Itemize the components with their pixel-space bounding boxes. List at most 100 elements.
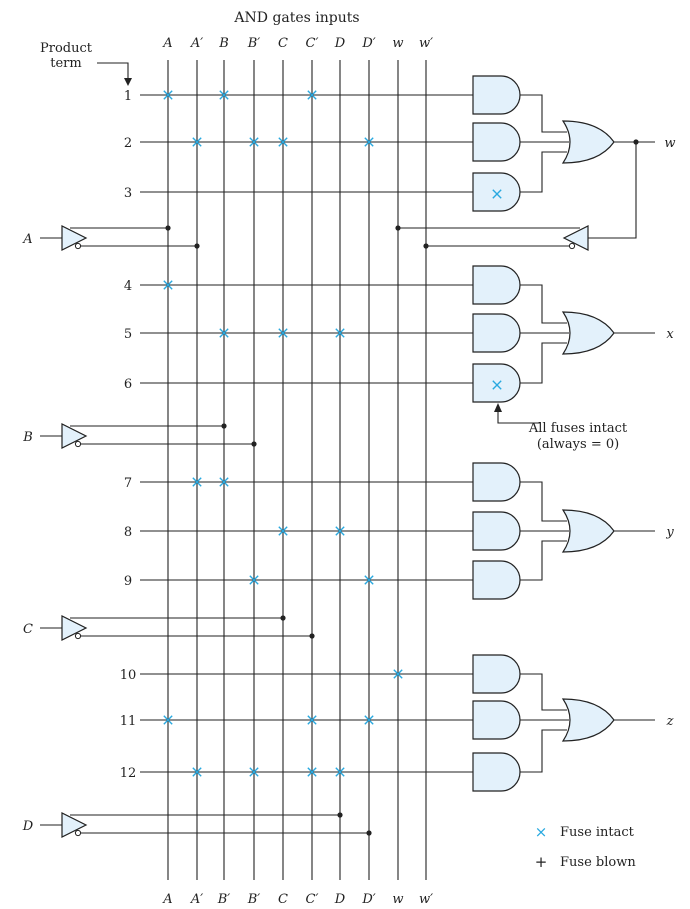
fuse-intact-mark (393, 669, 403, 679)
product-term-label-line1: Product (40, 41, 93, 56)
connection-dot (337, 812, 343, 818)
fuse-stroke (219, 477, 229, 487)
output-label-w: w (664, 136, 675, 151)
or-gate (561, 509, 615, 553)
and-gate (472, 462, 521, 502)
annotation-arrow-line (497, 410, 540, 424)
fuse-stroke (335, 767, 345, 777)
fuse-intact-mark (364, 137, 374, 147)
product-term-number: 1 (124, 89, 132, 104)
fuse-stroke (219, 328, 229, 338)
input-buffer (61, 225, 88, 251)
inversion-bubble (568, 242, 576, 250)
gate-all-fuses-intact-mark (492, 189, 502, 199)
feedback-buffer (562, 225, 589, 251)
column-label-bottom: C′ (306, 892, 319, 907)
legend-intact-symbol: × (535, 823, 548, 841)
fuse-stroke (163, 90, 173, 100)
column-label-top: B (218, 36, 229, 51)
inversion-bubble (74, 242, 82, 250)
fuse-intact-mark (364, 575, 374, 585)
and-gate (472, 313, 521, 353)
and-gate (472, 75, 521, 115)
fuse-intact-mark (307, 715, 317, 725)
input-label-A: A (22, 232, 32, 247)
column-label-top: A′ (190, 36, 203, 51)
and-gate (472, 511, 521, 551)
column-label-bottom: A′ (190, 892, 203, 907)
fuse-stroke (163, 715, 173, 725)
fuse-stroke (278, 137, 288, 147)
connection-dot (280, 615, 286, 621)
and-to-or-wire (520, 151, 567, 193)
fuse-stroke (249, 767, 259, 777)
fuse-stroke (219, 90, 229, 100)
connection-dot (423, 243, 429, 249)
product-term-number: 4 (124, 279, 132, 294)
fuse-stroke (192, 477, 202, 487)
and-gate (472, 265, 521, 305)
inversion-bubble (74, 632, 82, 640)
connection-dot (221, 423, 227, 429)
product-term-number: 5 (124, 327, 132, 342)
product-term-number: 2 (124, 136, 132, 151)
or-gate (561, 311, 615, 355)
and-gate (472, 752, 521, 792)
annotation-line1: All fuses intact (528, 421, 628, 436)
fuse-stroke (192, 137, 202, 147)
and-gate (472, 172, 521, 212)
legend-intact-label: Fuse intact (560, 825, 635, 840)
fuse-intact-mark (192, 767, 202, 777)
column-label-bottom: B′ (247, 892, 261, 907)
input-buffer (61, 615, 88, 641)
and-gate (472, 363, 521, 403)
or-gate (561, 120, 615, 164)
fuse-intact-mark (249, 767, 259, 777)
product-term-number: 12 (120, 766, 137, 781)
header-title: AND gates inputs (233, 10, 359, 26)
fuse-stroke (492, 380, 502, 390)
product-term-number: 11 (120, 714, 137, 729)
fuse-intact-mark (278, 328, 288, 338)
column-label-top: w′ (419, 36, 433, 51)
or-gate (561, 698, 615, 742)
output-label-z: z (666, 714, 674, 729)
fuse-intact-mark (219, 328, 229, 338)
product-term-number: 7 (124, 476, 132, 491)
legend-blown-symbol: + (535, 853, 548, 871)
connection-dot (251, 441, 257, 447)
fuse-stroke (393, 669, 403, 679)
fuse-intact-mark (192, 137, 202, 147)
product-term-label-line2: term (50, 56, 81, 71)
connection-dot (309, 633, 315, 639)
column-label-bottom: D (334, 892, 346, 907)
column-label-top: C (278, 36, 288, 51)
fuse-stroke (249, 137, 259, 147)
fuse-stroke (307, 90, 317, 100)
inversion-bubble (74, 829, 82, 837)
column-label-top: w (392, 36, 403, 51)
product-term-number: 6 (124, 377, 132, 392)
connection-dot (165, 225, 171, 231)
product-term-number: 3 (124, 186, 132, 201)
fuse-stroke (364, 137, 374, 147)
fuse-intact-mark (219, 477, 229, 487)
fuse-stroke (249, 575, 259, 585)
and-to-or-wire (520, 284, 567, 324)
connection-dot (395, 225, 401, 231)
inversion-bubble (74, 440, 82, 448)
input-label-D: D (22, 819, 34, 834)
legend-blown-label: Fuse blown (560, 855, 636, 870)
and-to-or-wire (520, 481, 567, 522)
fuse-intact-mark (335, 526, 345, 536)
fuse-stroke (278, 328, 288, 338)
fuse-stroke (307, 767, 317, 777)
fuse-intact-mark (278, 526, 288, 536)
fuse-intact-mark (307, 90, 317, 100)
product-term-number: 8 (124, 525, 132, 540)
column-label-bottom: w′ (419, 892, 433, 907)
fuse-intact-mark (335, 328, 345, 338)
and-gate (472, 122, 521, 162)
fuse-stroke (307, 715, 317, 725)
